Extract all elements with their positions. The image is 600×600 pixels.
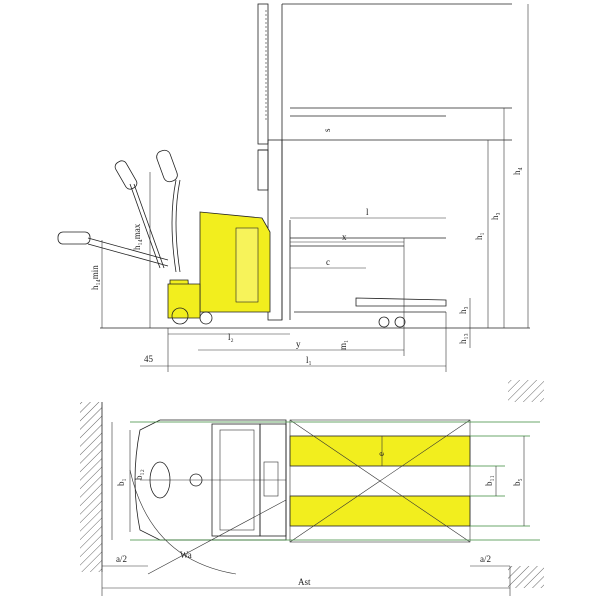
label-b11: b₁₁ — [484, 475, 494, 486]
support-leg — [355, 297, 447, 307]
turning-arc — [129, 469, 237, 575]
wall-left — [80, 402, 102, 572]
fork-left — [289, 435, 471, 467]
label-l2: l₂ — [228, 332, 234, 342]
side-view: h₁₄max h₁₄min h₄ h₃ h₁ h₃ h₁₃ s m₁ l x c… — [57, 3, 530, 372]
top-view: Ast a/2 a/2 b₁ — [80, 380, 544, 596]
wall-bottom-right — [508, 566, 544, 588]
label-m1: m₁ — [338, 340, 348, 350]
load-wheel — [378, 316, 390, 328]
fork-right — [289, 495, 471, 527]
label-b1: b₁ — [116, 478, 126, 486]
label-h4: h₄ — [512, 167, 522, 175]
label-h14min: h₁₄min — [90, 265, 100, 290]
label-b12: b₁₂ — [134, 469, 144, 480]
label-h13: h₁₃ — [458, 333, 468, 344]
label-h3-low: h₃ — [458, 306, 468, 314]
drive-wheel — [171, 307, 189, 325]
label-a2-right: a/2 — [480, 554, 491, 564]
wall-top-right — [508, 380, 544, 402]
truck-top-outline — [134, 419, 287, 541]
label-h14max: h₁₄max — [132, 223, 142, 250]
label-y: y — [296, 339, 301, 349]
label-s: s — [322, 128, 332, 132]
mast — [257, 3, 283, 321]
side-panel — [235, 227, 259, 303]
label-c: c — [326, 257, 330, 267]
label-45: 45 — [144, 354, 154, 364]
pallet-outline — [289, 419, 471, 543]
label-b5: b₅ — [512, 478, 522, 486]
label-h3: h₃ — [490, 212, 500, 220]
label-ast: Ast — [298, 577, 311, 587]
truck-body — [167, 211, 271, 325]
tiller — [57, 149, 181, 273]
label-a2-left: a/2 — [116, 554, 127, 564]
dim-wa — [147, 499, 287, 575]
label-l1: l₁ — [306, 355, 312, 365]
label-x: x — [342, 232, 347, 242]
label-e: e — [376, 452, 386, 456]
label-h1: h₁ — [474, 232, 484, 240]
label-wa: Wa — [180, 550, 192, 560]
label-l: l — [366, 207, 369, 217]
